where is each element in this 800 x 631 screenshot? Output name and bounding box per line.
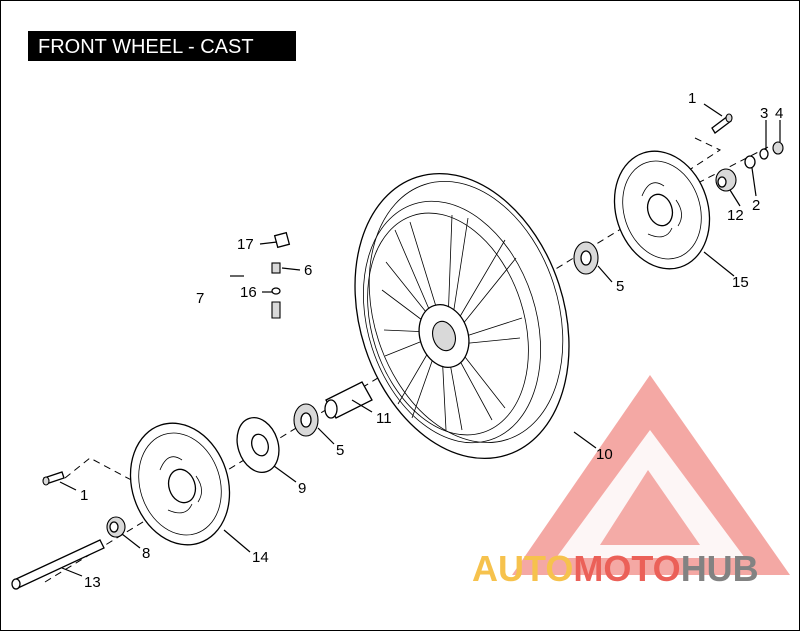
spacer-ring-hole bbox=[251, 433, 269, 457]
spoke bbox=[459, 317, 523, 345]
callout-16: 16 bbox=[240, 284, 257, 301]
rear-hardware-centerline bbox=[654, 145, 771, 206]
watermark-text: AUTOMOTOHUB bbox=[472, 548, 759, 589]
leader-1-front bbox=[59, 481, 77, 491]
callout-1-front: 1 bbox=[80, 487, 88, 504]
watermark-auto: AUTO bbox=[472, 548, 573, 589]
rotor-cutouts bbox=[641, 182, 682, 238]
rear-bolt-centerline bbox=[679, 137, 722, 177]
front-axle bbox=[11, 539, 105, 590]
valve-stem-kit bbox=[271, 231, 291, 319]
leader-2 bbox=[751, 167, 757, 197]
front-brake-rotor bbox=[129, 422, 231, 546]
bearing-spacer-sleeve bbox=[324, 381, 373, 419]
callout-9: 9 bbox=[298, 480, 306, 497]
valve-cap bbox=[271, 262, 281, 274]
callout-11: 11 bbox=[376, 410, 392, 427]
callout-5-rear: 5 bbox=[616, 278, 624, 295]
spacer-hole bbox=[717, 176, 727, 188]
watermark-triangle-core bbox=[600, 470, 700, 545]
callout-13: 13 bbox=[84, 574, 101, 591]
front-rotor-bolt bbox=[42, 471, 65, 486]
wheel-spokes bbox=[381, 214, 523, 431]
callout-7: 7 bbox=[196, 290, 204, 307]
callout-labels: 1 3 4 12 2 17 6 7 16 5 15 11 10 5 9 1 8 … bbox=[80, 90, 783, 591]
diagram-title: FRONT WHEEL - CAST bbox=[38, 36, 254, 58]
valve-grommet bbox=[271, 287, 281, 295]
callout-6: 6 bbox=[304, 262, 312, 279]
leader-5-rear bbox=[597, 265, 613, 283]
callout-14: 14 bbox=[252, 549, 269, 566]
leader-11 bbox=[351, 399, 373, 413]
axle-spacer bbox=[106, 516, 126, 538]
rotor-inner-ring bbox=[138, 432, 222, 536]
bearing-bore bbox=[300, 412, 312, 428]
axle-end bbox=[11, 578, 21, 590]
rotor-inner-ring bbox=[622, 160, 702, 260]
rear-axle-spacer bbox=[715, 168, 737, 192]
rotor-center bbox=[167, 468, 197, 504]
wheel-rim-edge bbox=[367, 212, 529, 436]
valve-label bbox=[273, 231, 291, 249]
spoke bbox=[447, 214, 469, 323]
watermark-triangle-inner bbox=[556, 430, 745, 558]
sleeve-end bbox=[324, 399, 338, 419]
callout-15: 15 bbox=[732, 274, 749, 291]
callout-5-front: 5 bbox=[336, 442, 344, 459]
callout-12: 12 bbox=[727, 207, 744, 224]
callout-1-rear: 1 bbox=[688, 90, 696, 107]
bolt-head bbox=[42, 476, 50, 486]
watermark-hub: HUB bbox=[681, 548, 759, 589]
leader-15 bbox=[703, 251, 735, 277]
rear-wheel-bearing bbox=[573, 241, 599, 275]
valve-stem bbox=[271, 301, 281, 319]
leader-10 bbox=[573, 431, 597, 449]
watermark-moto: MOTO bbox=[573, 548, 680, 589]
leader-5-front bbox=[317, 427, 335, 445]
title-background bbox=[28, 31, 296, 61]
leader-13 bbox=[61, 567, 83, 577]
bearing-bore bbox=[580, 250, 592, 266]
spacer-hole bbox=[109, 521, 119, 533]
callout-4: 4 bbox=[775, 105, 783, 122]
lock-washer bbox=[759, 148, 769, 160]
bolt-head bbox=[725, 113, 733, 123]
leader-1-rear bbox=[703, 103, 723, 117]
rotor-cutouts bbox=[159, 456, 202, 514]
watermark: AUTOMOTOHUB bbox=[472, 375, 790, 589]
title-banner: FRONT WHEEL - CAST bbox=[28, 31, 296, 61]
spacer-ring bbox=[236, 417, 280, 473]
leader-8 bbox=[121, 533, 141, 549]
leader-9 bbox=[273, 465, 297, 483]
rotor-center bbox=[646, 193, 674, 227]
wheel-rim-outer bbox=[354, 172, 570, 460]
front-wheel-bearing bbox=[293, 403, 319, 437]
wheel-rim-lip bbox=[368, 181, 564, 443]
axle-nut bbox=[772, 141, 784, 155]
callout-8: 8 bbox=[142, 545, 150, 562]
leader-12 bbox=[729, 189, 741, 207]
cast-wheel bbox=[354, 172, 570, 460]
wheel-hub-bore bbox=[432, 320, 456, 352]
axle-washer bbox=[744, 155, 756, 169]
rear-brake-rotor bbox=[613, 150, 711, 270]
leader-6 bbox=[281, 267, 301, 271]
callout-10: 10 bbox=[596, 446, 613, 463]
callout-2: 2 bbox=[752, 197, 760, 214]
callout-17: 17 bbox=[237, 236, 254, 253]
leader-14 bbox=[223, 529, 251, 553]
rear-rotor-bolt bbox=[711, 113, 733, 134]
wheel-rim-inner bbox=[362, 200, 542, 444]
leader-lines bbox=[59, 103, 781, 577]
callout-3: 3 bbox=[760, 105, 768, 122]
leader-17 bbox=[259, 241, 278, 245]
spoke bbox=[454, 239, 517, 331]
